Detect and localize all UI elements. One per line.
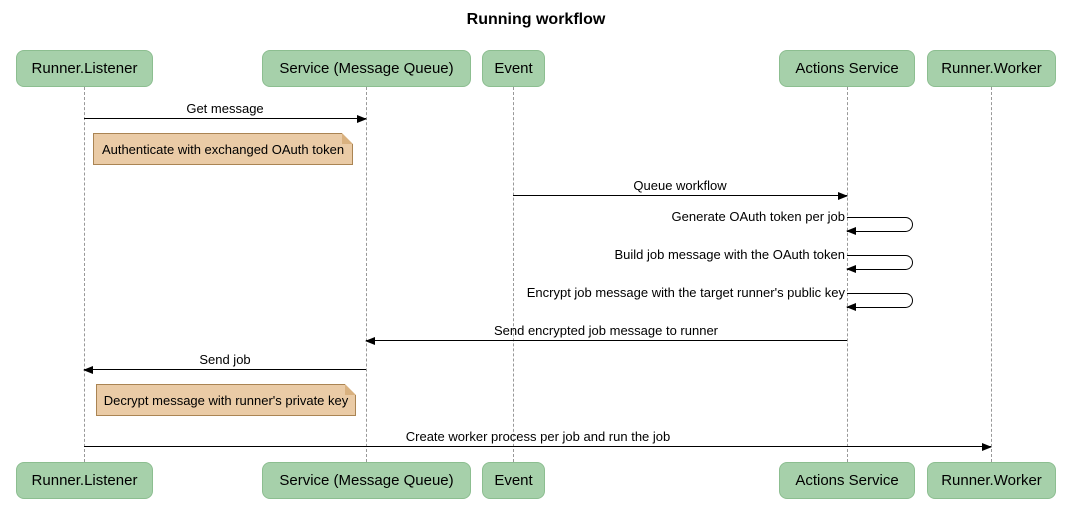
actor-runner-worker-bottom: Runner.Worker <box>927 462 1056 499</box>
message-label-create-worker: Create worker process per job and run th… <box>405 429 671 444</box>
arrow-send-encrypted-job <box>365 337 847 345</box>
lifeline-runner-listener <box>84 87 85 462</box>
note-decrypt-message: Decrypt message with runner's private ke… <box>96 384 356 416</box>
arrow-queue-workflow <box>513 192 848 200</box>
message-label-send-encrypted-job: Send encrypted job message to runner <box>493 323 719 338</box>
lifeline-service-message-queue <box>366 87 367 462</box>
message-label-build-job-message: Build job message with the OAuth token <box>614 247 845 262</box>
self-arrow-build-job-message <box>846 255 913 273</box>
actor-event-top: Event <box>482 50 545 87</box>
message-label-get-message: Get message <box>186 101 264 116</box>
actor-actions-service-bottom: Actions Service <box>779 462 915 499</box>
lifeline-actions-service <box>847 87 848 462</box>
arrow-create-worker <box>84 443 992 451</box>
note-authenticate-oauth: Authenticate with exchanged OAuth token <box>93 133 353 165</box>
message-label-encrypt-job-message: Encrypt job message with the target runn… <box>526 285 845 300</box>
message-label-queue-workflow: Queue workflow <box>633 178 727 193</box>
arrow-send-job <box>83 366 366 374</box>
actor-service-message-queue-top: Service (Message Queue) <box>262 50 471 87</box>
actor-runner-listener-top: Runner.Listener <box>16 50 153 87</box>
message-label-generate-oauth-token: Generate OAuth token per job <box>671 209 845 224</box>
note-fold-icon <box>342 133 353 144</box>
arrow-get-message <box>84 115 367 123</box>
actor-actions-service-top: Actions Service <box>779 50 915 87</box>
actor-event-bottom: Event <box>482 462 545 499</box>
note-authenticate-oauth-text: Authenticate with exchanged OAuth token <box>101 141 345 157</box>
lifeline-runner-worker <box>991 87 992 462</box>
self-arrow-encrypt-job-message <box>846 293 913 311</box>
note-fold-icon <box>345 384 356 395</box>
actor-runner-worker-top: Runner.Worker <box>927 50 1056 87</box>
note-decrypt-message-text: Decrypt message with runner's private ke… <box>103 392 349 408</box>
message-label-send-job: Send job <box>199 352 251 367</box>
actor-service-message-queue-bottom: Service (Message Queue) <box>262 462 471 499</box>
lifeline-event <box>513 87 514 462</box>
diagram-title: Running workflow <box>466 11 606 28</box>
self-arrow-generate-oauth-token <box>846 217 913 235</box>
actor-runner-listener-bottom: Runner.Listener <box>16 462 153 499</box>
